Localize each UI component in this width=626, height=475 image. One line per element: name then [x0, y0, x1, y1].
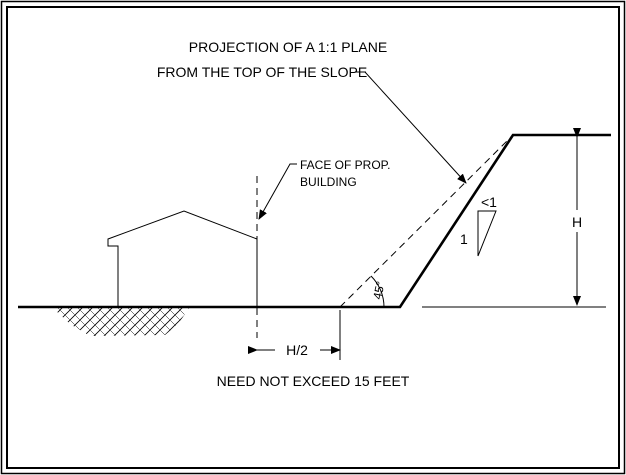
ratio-top-label: <1 [481, 194, 497, 210]
building-outline [107, 210, 258, 307]
projection-label-line1: PROJECTION OF A 1:1 PLANE [189, 39, 387, 55]
ratio-side-label: 1 [460, 231, 468, 247]
note-label: NEED NOT EXCEED 15 FEET [217, 373, 410, 389]
angle-label: 45° [370, 280, 388, 301]
projection-leader [355, 71, 467, 184]
projection-label-line2: FROM THE TOP OF THE SLOPE [157, 64, 367, 80]
angle-arc [370, 275, 385, 308]
height-label: H [572, 214, 582, 230]
slope-ratio-triangle [477, 210, 497, 257]
inner-frame [6, 6, 620, 469]
face-label-line1: FACE OF PROP. [300, 158, 390, 172]
height-label-bg [565, 210, 589, 232]
half-height-label: H/2 [286, 342, 308, 358]
face-leader [258, 163, 297, 220]
ground-slope-profile [18, 133, 611, 309]
face-label-line2: BUILDING [300, 175, 357, 189]
projection-plane-line [339, 134, 514, 308]
earth-hatch [52, 307, 190, 336]
